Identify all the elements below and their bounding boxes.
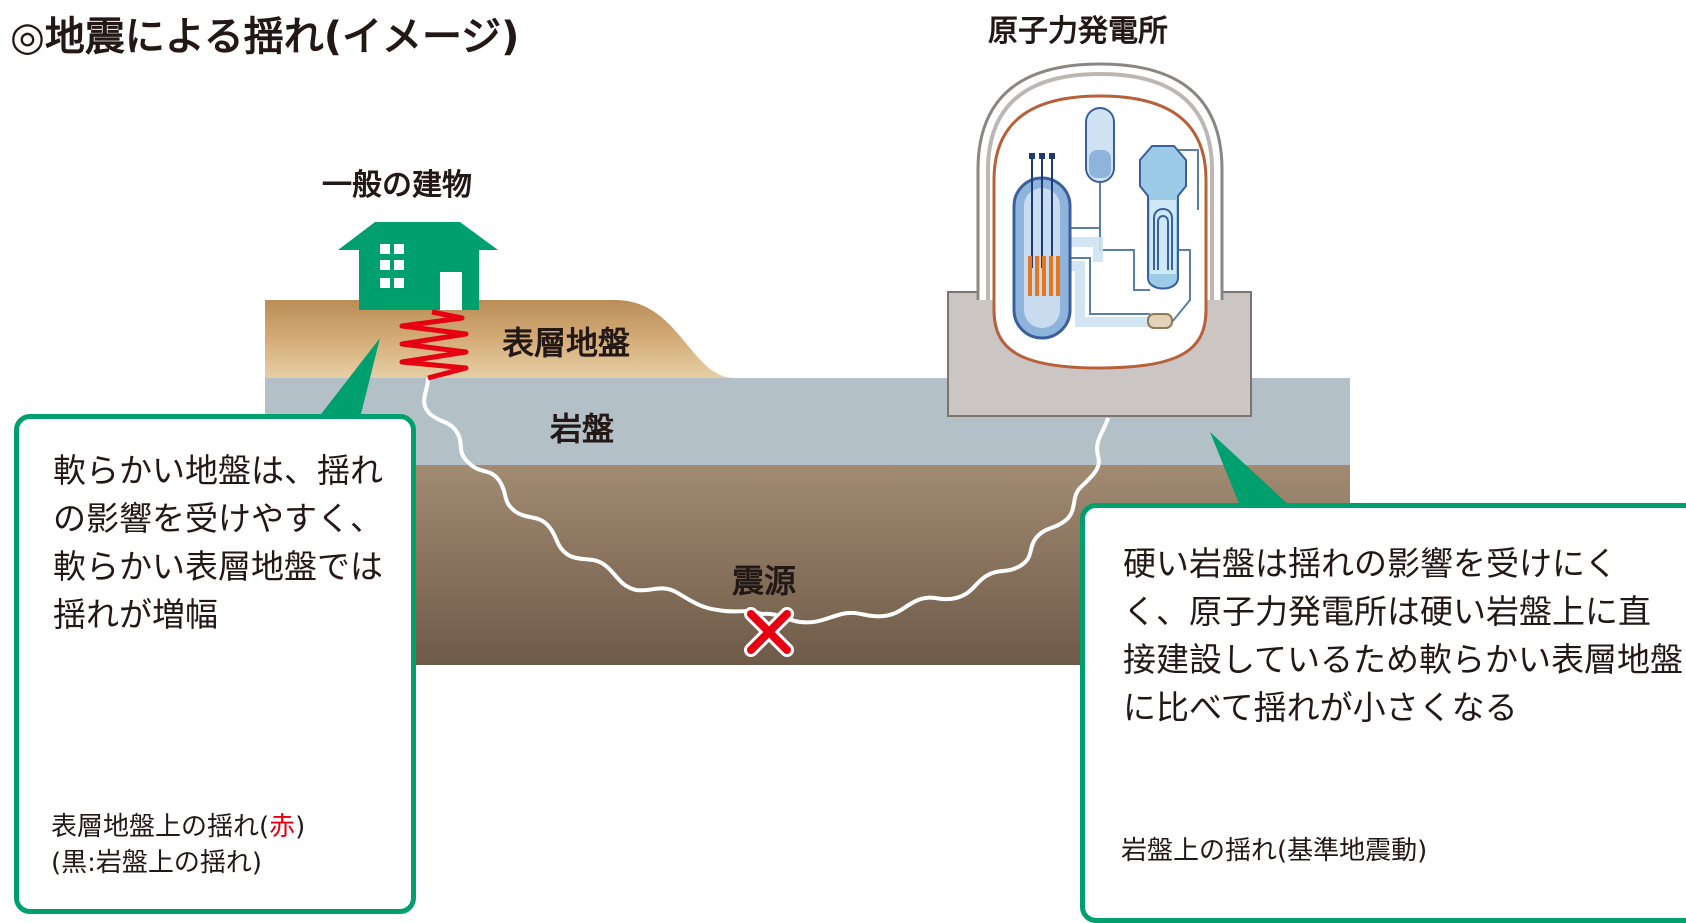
caption-suffix: )	[295, 812, 306, 842]
surface-ground-label: 表層地盤	[502, 324, 631, 362]
caption-line2: (黒:岩盤上の揺れ)	[51, 848, 263, 878]
bedrock-caption: 岩盤上の揺れ(基準地震動)	[1121, 836, 1428, 866]
seismic-wave-right	[761, 417, 1110, 625]
left-callout-pointer	[318, 338, 380, 418]
soft-ground-explanation: 軟らかい地盤は、揺れの影響を受けやすく、軟らかい表層地盤では揺れが増幅	[53, 451, 383, 634]
epicenter-label: 震源	[732, 562, 797, 600]
bedrock-label: 岩盤	[550, 410, 615, 448]
house-icon	[338, 222, 498, 310]
caption-red-word: 赤	[269, 812, 296, 842]
general-building-label: 一般の建物	[322, 168, 472, 203]
nuclear-plant-label: 原子力発電所	[988, 14, 1168, 49]
illustration	[80, 62, 1534, 819]
epicenter-mark	[744, 607, 794, 657]
page-title: ◎地震による揺れ(イメージ)	[10, 14, 520, 60]
surface-ground-layer	[265, 300, 735, 378]
soft-ground-callout: 軟らかい地盤は、揺れの影響を受けやすく、軟らかい表層地盤では揺れが増幅 表層地盤…	[14, 414, 416, 914]
amplification-zigzag	[399, 309, 469, 381]
nuclear-plant	[947, 62, 1252, 417]
bedrock-callout: 硬い岩盤は揺れの影響を受けにくく、原子力発電所は硬い岩盤上に直接建設しているため…	[1080, 503, 1686, 923]
bedrock-explanation: 硬い岩盤は揺れの影響を受けにくく、原子力発電所は硬い岩盤上に直接建設しているため…	[1123, 544, 1684, 727]
seismic-wave-left	[422, 377, 763, 616]
right-callout-pointer	[1210, 432, 1290, 506]
caption-prefix: 表層地盤上の揺れ(	[51, 812, 270, 842]
soft-ground-caption: 表層地盤上の揺れ(赤) (黒:岩盤上の揺れ)	[51, 809, 305, 881]
